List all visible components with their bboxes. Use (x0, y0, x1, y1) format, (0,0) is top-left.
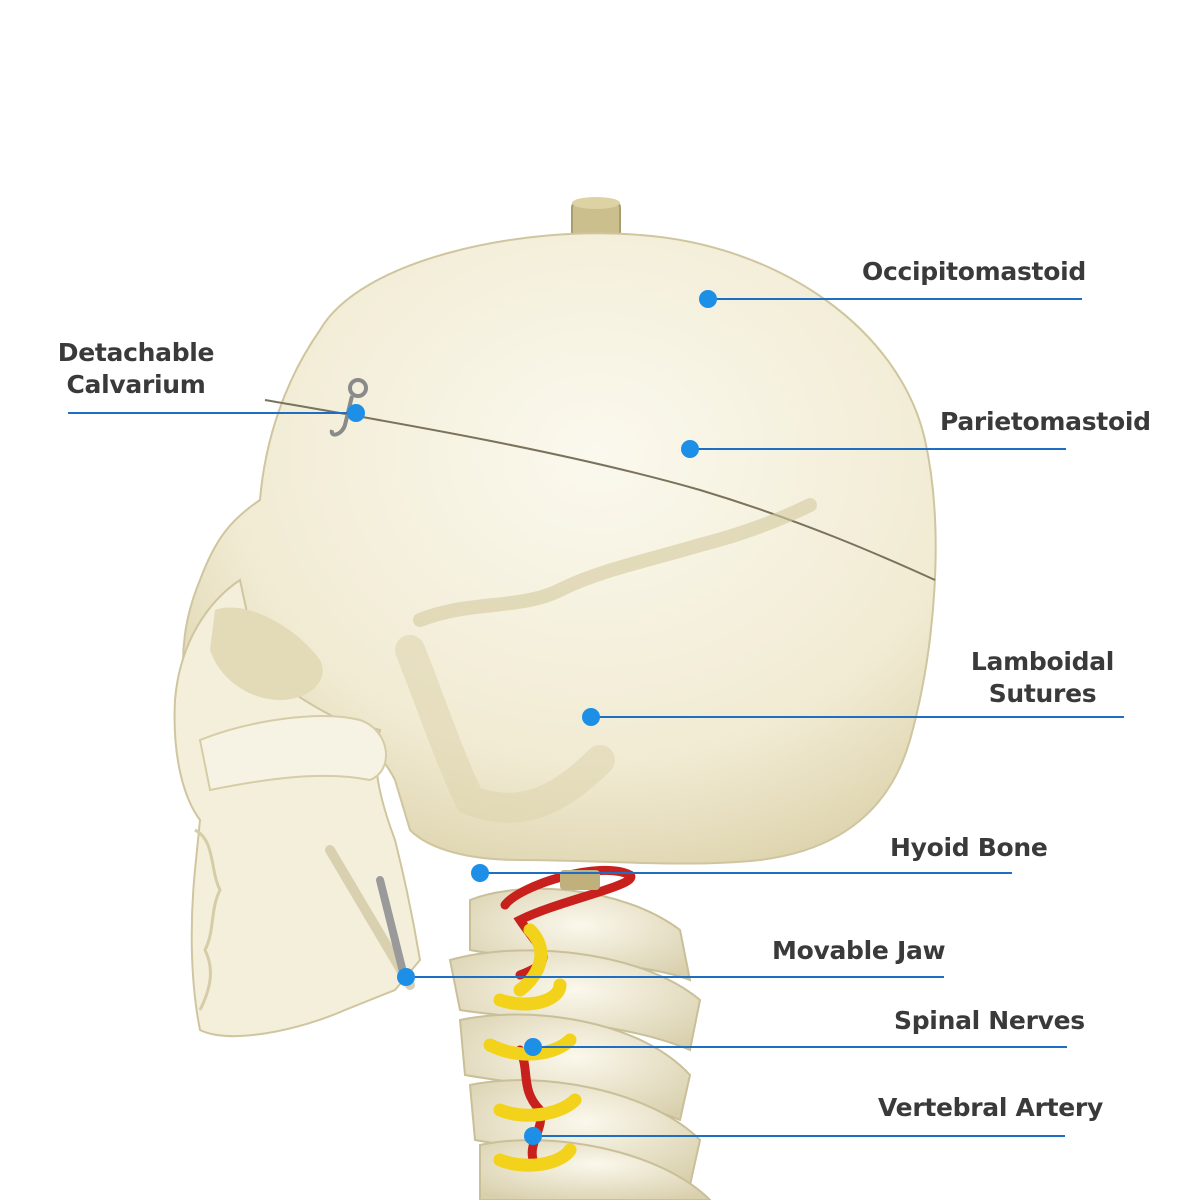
leader-dot-icon (699, 290, 717, 308)
leader-dot-icon (347, 404, 365, 422)
label-artery-text: Vertebral Artery (878, 1093, 1103, 1122)
leader-lines (68, 298, 1124, 1137)
label-nerves-text: Spinal Nerves (894, 1006, 1085, 1035)
leader-dot-icon (471, 864, 489, 882)
leader-dot-icon (397, 968, 415, 986)
cervical-spine (448, 866, 712, 1200)
label-hyoid-text: Hyoid Bone (890, 833, 1048, 862)
label-detachable-calvarium: Detachable Calvarium (50, 337, 222, 401)
label-lamboidal-sutures: Lamboidal Sutures (965, 646, 1120, 710)
calvarium-hook (329, 378, 368, 437)
label-occipitomastoid-text: Occipitomastoid (862, 257, 1086, 286)
label-movable-jaw: Movable Jaw (772, 935, 946, 967)
label-parietomastoid-text: Parietomastoid (940, 407, 1151, 436)
leader-dot-icon (524, 1127, 542, 1145)
label-jaw-text: Movable Jaw (772, 936, 946, 965)
skull-cranium (182, 232, 937, 865)
label-parietomastoid: Parietomastoid (940, 406, 1151, 438)
leader-dots (347, 290, 717, 1145)
label-calvarium-line1: Detachable (57, 338, 215, 367)
label-vertebral-artery: Vertebral Artery (878, 1092, 1103, 1124)
label-occipitomastoid: Occipitomastoid (862, 256, 1086, 288)
label-lamboidal-line2: Sutures (988, 679, 1097, 708)
leader-dot-icon (681, 440, 699, 458)
label-calvarium-line2: Calvarium (66, 370, 206, 399)
leader-dot-icon (582, 708, 600, 726)
leader-dot-icon (524, 1038, 542, 1056)
label-lamboidal-line1: Lamboidal (970, 647, 1115, 676)
label-hyoid-bone: Hyoid Bone (890, 832, 1048, 864)
label-spinal-nerves: Spinal Nerves (894, 1005, 1085, 1037)
